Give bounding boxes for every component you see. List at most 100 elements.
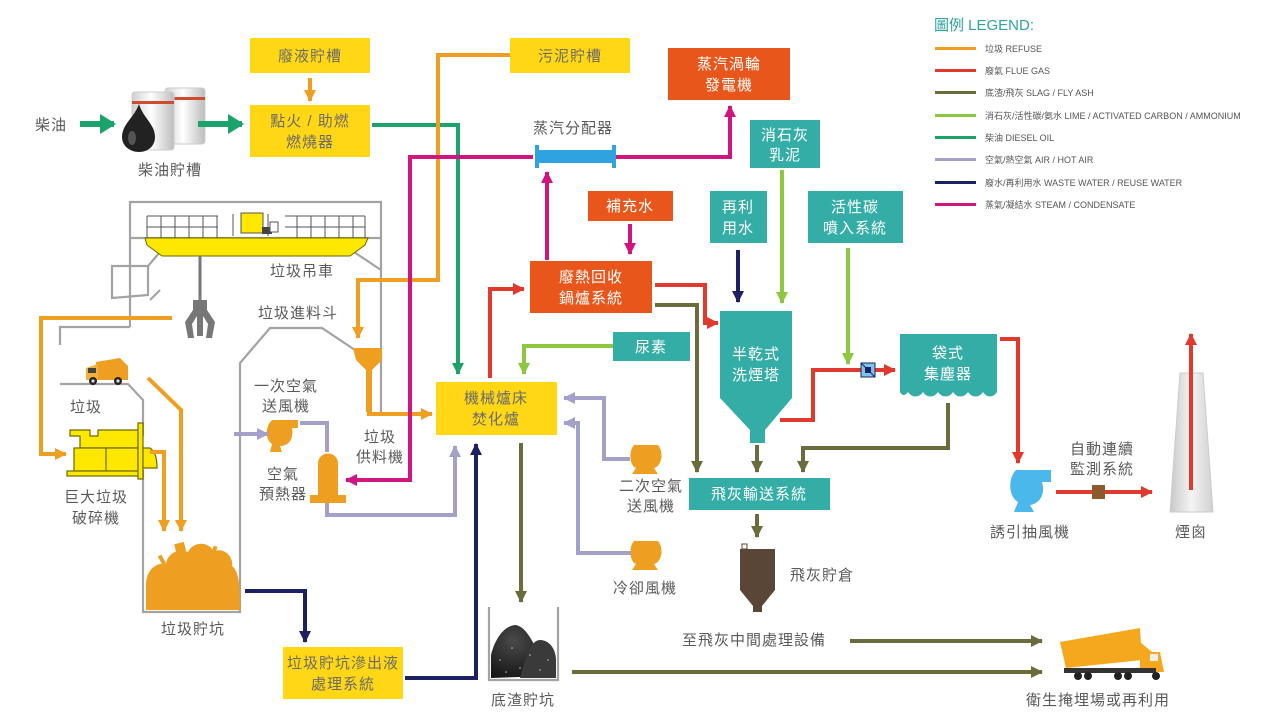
refuse-crane-icon xyxy=(144,212,369,338)
induced-draft-fan-icon xyxy=(1010,470,1051,512)
legend-label: 廢水/再利用水 WASTE WATER / REUSE WATER xyxy=(985,177,1183,188)
legend-swatch xyxy=(935,181,976,184)
legend-item: 柴油 DIESEL OIL xyxy=(935,132,1054,143)
crane-to-shredder-line xyxy=(39,316,172,460)
scrubber-to-baghouse-line xyxy=(780,364,896,422)
box-label: 再利 xyxy=(722,199,754,216)
primary-air-fan-icon xyxy=(266,420,298,452)
feeder-label: 供料機 xyxy=(356,449,404,466)
landfill-label: 衛生掩埋場或再利用 xyxy=(1026,692,1170,709)
boiler-to-flyash-line xyxy=(655,303,703,473)
lime-slurry-box: 消石灰 乳泥 xyxy=(750,120,820,168)
diesel-label: 柴油 xyxy=(35,117,67,134)
sludge-tank-box: 污泥貯槽 xyxy=(510,38,630,73)
refuse-pile-icon xyxy=(146,541,240,610)
legend-item: 空氣/熱空氣 AIR / HOT AIR xyxy=(935,154,1094,165)
secondary-fan-label: 二次空氣 xyxy=(619,478,683,495)
secondary-air-fan-icon xyxy=(630,445,662,474)
legend-swatch xyxy=(935,47,976,50)
baghouse-filter: 袋式 集塵器 xyxy=(900,334,997,397)
legend-item: 底渣/飛灰 SLAG / FLY ASH xyxy=(935,87,1094,98)
legend-label: 消石灰/活性碳/氨水 LIME / ACTIVATED CARBON / AMM… xyxy=(985,110,1241,121)
steam-header-label: 蒸汽分配器 xyxy=(533,120,613,137)
legend-swatch xyxy=(935,91,976,94)
legend-label: 底渣/飛灰 SLAG / FLY ASH xyxy=(985,87,1094,98)
legend-swatch xyxy=(935,203,976,206)
box-label: 垃圾貯坑滲出液 xyxy=(287,655,399,672)
damper-icon xyxy=(860,362,876,378)
legend-swatch xyxy=(935,158,976,161)
box-label: 發電機 xyxy=(705,77,753,94)
leachate-to-incinerator-line xyxy=(405,443,482,680)
dump-truck-icon xyxy=(1060,628,1164,680)
secondary-air-line xyxy=(563,392,630,461)
preheater-to-incinerator-line xyxy=(325,445,461,517)
box-label: 補充水 xyxy=(606,198,654,215)
feeder-label: 垃圾 xyxy=(364,429,396,446)
waste-liquid-tank-box: 廢液貯槽 xyxy=(250,38,370,73)
legend-item: 廢氣 FLUE GAS xyxy=(935,65,1050,76)
box-label: 用水 xyxy=(722,220,754,237)
legend-label: 空氣/熱空氣 AIR / HOT AIR xyxy=(985,154,1094,165)
box-label: 焚化爐 xyxy=(472,411,520,428)
box-label: 尿素 xyxy=(635,339,667,356)
cooling-fan-icon xyxy=(630,541,662,570)
fly-ash-silo-label: 飛灰貯倉 xyxy=(790,567,854,584)
feed-hopper-icon xyxy=(353,348,382,412)
semi-dry-scrubber: 半乾式 洗煙塔 xyxy=(720,311,792,443)
box-label: 活性碳 xyxy=(831,199,879,216)
feeder-to-incinerator-line xyxy=(367,408,433,420)
air-preheater-label: 空氣 xyxy=(267,466,299,483)
baghouse-to-idfan-line xyxy=(1000,337,1024,464)
box-label: 袋式 xyxy=(932,345,964,362)
id-fan-label: 誘引抽風機 xyxy=(990,524,1070,541)
legend-swatch xyxy=(935,114,976,117)
air-preheater-icon xyxy=(310,453,346,503)
hopper-label: 垃圾進料斗 xyxy=(258,305,338,322)
steam-turbine-box: 蒸汽渦輪 發電機 xyxy=(668,48,790,100)
fly-ash-conveyor-box: 飛灰輸送系統 xyxy=(689,478,830,510)
legend: 圖例 LEGEND: 垃圾 REFUSE 廢氣 FLUE GAS 底渣/飛灰 S… xyxy=(934,17,1241,210)
box-label: 洗煙塔 xyxy=(732,367,780,384)
bottom-ash-pit-icon xyxy=(487,607,560,682)
legend-title: 圖例 LEGEND: xyxy=(934,17,1034,34)
shredder-label: 巨大垃圾 xyxy=(64,489,128,506)
legend-label: 柴油 DIESEL OIL xyxy=(985,132,1054,143)
cooling-fan-label: 冷卻風機 xyxy=(613,580,677,597)
box-label: 飛灰輸送系統 xyxy=(711,486,807,503)
fan-to-preheater-line xyxy=(300,421,329,452)
steam-to-preheater-line xyxy=(345,155,533,486)
bulky-waste-shredder-icon xyxy=(66,422,158,480)
box-label: 燃燒器 xyxy=(286,133,334,151)
box-label: 處理系統 xyxy=(311,676,375,693)
reuse-water-box: 再利 用水 xyxy=(710,191,767,243)
baghouse-to-flyash-line xyxy=(797,403,950,473)
box-label: 消石灰 xyxy=(761,127,809,144)
refuse-label: 垃圾 xyxy=(70,399,102,416)
urea-box: 尿素 xyxy=(613,332,690,361)
activated-carbon-box: 活性碳 噴入系統 xyxy=(808,191,903,243)
incinerator-to-boiler-line xyxy=(488,283,525,378)
truck-to-pit-line xyxy=(146,376,187,532)
shredder-label: 破碎機 xyxy=(72,510,120,527)
stack-label: 煙囪 xyxy=(1175,524,1207,541)
burner-to-incinerator-line xyxy=(372,123,464,375)
boiler-box: 廢熱回收 鍋爐系統 xyxy=(530,261,652,313)
legend-swatch xyxy=(935,136,976,139)
legend-item: 廢水/再利用水 WASTE WATER / REUSE WATER xyxy=(935,177,1183,188)
steam-header-icon xyxy=(535,145,616,168)
header-to-turbine-line xyxy=(616,105,736,159)
box-label: 鍋爐系統 xyxy=(559,290,623,307)
diesel-tank-label: 柴油貯槽 xyxy=(138,162,202,179)
box-label: 集塵器 xyxy=(924,365,972,383)
primary-fan-label: 一次空氣 xyxy=(254,378,318,395)
secondary-fan-label: 送風機 xyxy=(627,498,675,515)
bottom-ash-pit-label: 底渣貯坑 xyxy=(491,692,555,709)
makeup-water-box: 補充水 xyxy=(588,191,673,221)
box-label: 噴入系統 xyxy=(823,220,887,237)
legend-label: 廢氣 FLUE GAS xyxy=(985,65,1050,76)
pit-to-leachate-line xyxy=(245,589,311,643)
cooling-air-line xyxy=(563,417,631,555)
box-label: 半乾式 xyxy=(732,346,780,363)
